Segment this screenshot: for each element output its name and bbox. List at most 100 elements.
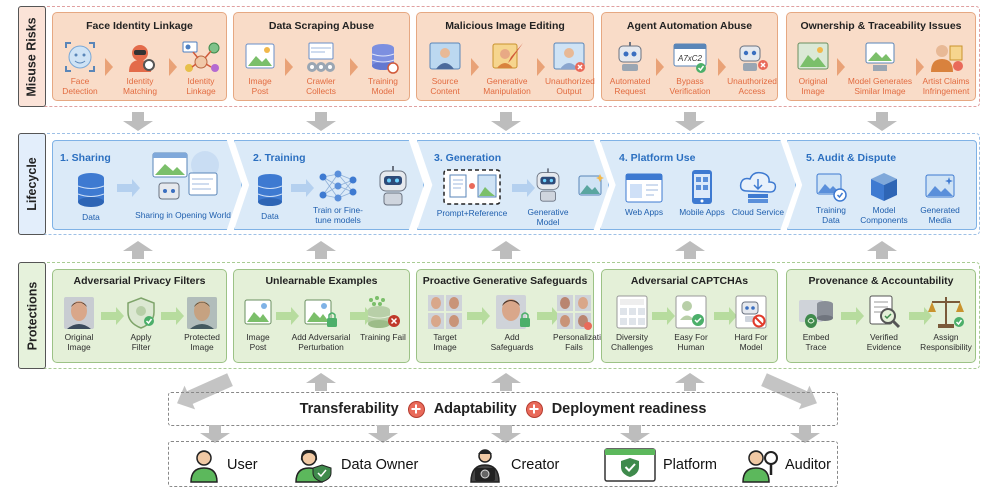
protection-title: Proactive Generative Safeguards xyxy=(422,275,588,287)
chevron-icon xyxy=(837,58,845,76)
up-arrow-icon xyxy=(491,241,521,259)
protection-step: Training Fail xyxy=(358,294,408,342)
hacker-icon xyxy=(129,45,155,72)
lifecycle-step-title: 3. Generation xyxy=(434,152,502,164)
unauthorized-output-icon xyxy=(553,42,585,72)
protection-title: Provenance & Accountability xyxy=(808,275,954,287)
stakeholder-roles: User Data Owner Creator Platform Auditor xyxy=(168,441,838,487)
data-owner-icon xyxy=(295,449,332,483)
lifecycle-item: Sharing in Opening World xyxy=(133,149,233,220)
arrow-right-icon xyxy=(537,307,560,325)
captcha-code: A7xC2 xyxy=(677,54,703,63)
lifecycle-item: Web Apps xyxy=(619,171,669,217)
up-arrow-icon xyxy=(306,373,336,391)
lifecycle-item: Data xyxy=(249,171,291,221)
protection-title: Unlearnable Examples xyxy=(265,275,378,287)
training-fail-icon xyxy=(367,296,400,328)
chevron-icon xyxy=(285,58,293,76)
risk-title: Malicious Image Editing xyxy=(445,20,565,32)
robot-icon xyxy=(379,166,407,206)
crawler-icon xyxy=(307,42,335,72)
perturbation-lock-icon xyxy=(304,299,337,327)
plus-icon xyxy=(407,400,425,418)
database-icon xyxy=(257,174,283,206)
protection-title: Adversarial Privacy Filters xyxy=(73,275,206,287)
lifecycle-item: Train or Fine-tune models xyxy=(307,169,369,225)
verified-evidence-icon xyxy=(869,295,901,329)
role-label: Creator xyxy=(511,457,560,473)
robot-icon xyxy=(536,168,560,202)
lifecycle-step-title: 2. Training xyxy=(253,152,306,164)
generated-media-icon xyxy=(925,174,955,198)
risk-title: Agent Automation Abuse xyxy=(626,20,753,32)
chevron-icon xyxy=(350,58,358,76)
lifecycle-step-title: 4. Platform Use xyxy=(619,152,696,164)
artist-claim-icon xyxy=(931,45,963,72)
up-arrow-icon xyxy=(491,373,521,391)
lifecycle-step-sharing: 1. Sharing Data Sharing in Opening World xyxy=(52,140,242,230)
robot-blocked-icon xyxy=(735,295,767,329)
lifecycle-item: Mobile Apps xyxy=(673,169,731,217)
human-check-icon xyxy=(675,295,707,329)
arrow-right-icon xyxy=(291,179,314,197)
lifecycle-step-title: 5. Audit & Dispute xyxy=(806,152,897,164)
source-photo-icon xyxy=(429,42,461,70)
chevron-icon xyxy=(471,58,479,76)
model-components-icon xyxy=(871,173,897,201)
risk-ownership-traceability: Ownership & Traceability Issues Original… xyxy=(786,12,976,101)
arrow-right-icon xyxy=(652,307,675,325)
risk-title: Ownership & Traceability Issues xyxy=(800,20,962,32)
mobile-app-icon xyxy=(692,170,712,204)
risk-title: Face Identity Linkage xyxy=(86,20,193,32)
down-arrow-icon xyxy=(867,112,897,131)
user-icon xyxy=(190,450,218,483)
creator-icon xyxy=(470,449,500,483)
chevron-icon xyxy=(105,58,113,76)
arrow-right-icon xyxy=(101,307,124,325)
neural-network-icon xyxy=(319,170,357,202)
role-creator: Creator xyxy=(465,447,559,483)
edit-brush-icon xyxy=(492,43,523,69)
row-label-protections: Protections xyxy=(18,262,46,369)
criterion-transferability: Transferability xyxy=(299,401,399,417)
model-generates-icon xyxy=(865,42,895,71)
image-post-icon xyxy=(245,43,275,69)
chevron-icon xyxy=(656,58,664,76)
arrow-right-icon xyxy=(909,307,932,325)
generated-image-icon xyxy=(578,174,604,196)
captcha-bypass-icon: A7xC2 xyxy=(673,43,707,73)
arrow-right-icon xyxy=(841,307,864,325)
target-faces-icon xyxy=(428,295,462,329)
up-arrow-icon xyxy=(306,241,336,259)
lifecycle-step-training: 2. Training Data Train or Fine-tune mode… xyxy=(234,140,424,230)
arrow-right-icon xyxy=(161,307,184,325)
image-post-icon xyxy=(244,299,272,325)
row-label-misuse-risks: Misuse Risks xyxy=(18,6,46,107)
safeguard-face-icon xyxy=(496,295,530,329)
lifecycle-item: Data xyxy=(67,170,115,222)
